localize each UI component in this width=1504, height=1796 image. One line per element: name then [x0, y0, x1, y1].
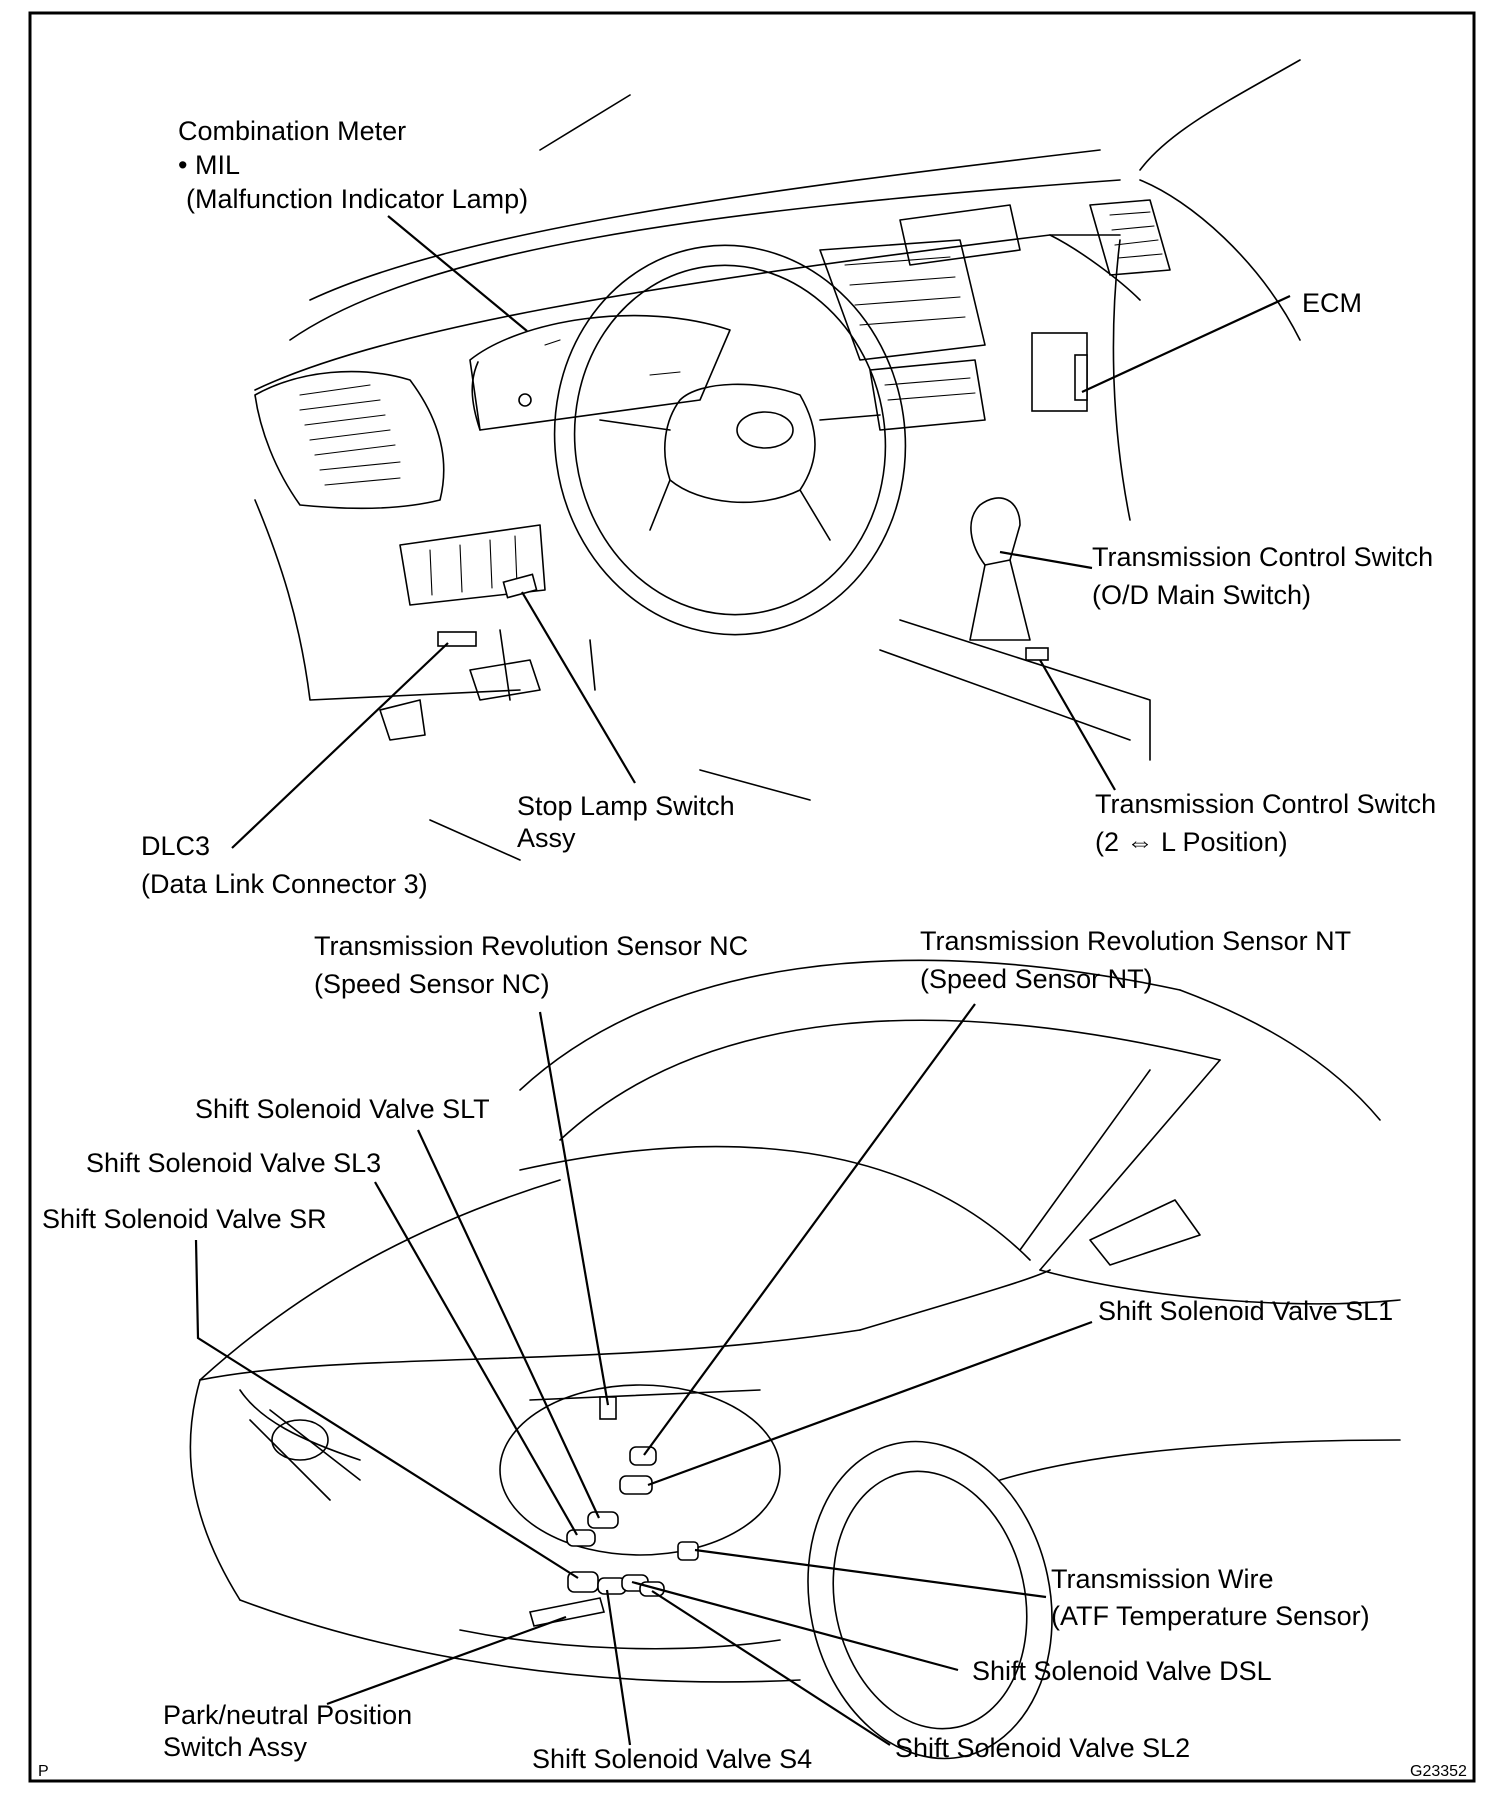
speed-sensor-nc	[599, 1396, 617, 1420]
label-solenoid-sl2: Shift Solenoid Valve SL2	[895, 1733, 1190, 1763]
stop-lamp-switch	[502, 573, 538, 599]
dlc3-connector	[437, 631, 477, 647]
vehicle-illustration	[189, 959, 1401, 1760]
label-park-neutral-switch: Park/neutral Position Switch Assy	[163, 1700, 420, 1762]
label-trans-control-switch-od: Transmission Control Switch (O/D Main Sw…	[1092, 542, 1441, 610]
park-neutral-switch	[528, 1597, 606, 1627]
solenoid-sl3	[566, 1529, 596, 1547]
label-solenoid-s4: Shift Solenoid Valve S4	[532, 1744, 812, 1774]
label-stop-lamp-switch: Stop Lamp Switch Assy	[517, 791, 742, 853]
solenoid-slt	[587, 1511, 619, 1529]
2-l-position-switch	[1025, 647, 1049, 661]
solenoid-sl1	[619, 1475, 653, 1495]
label-combination-meter: Combination Meter • MIL (Malfunction Ind…	[178, 116, 528, 214]
label-speed-sensor-nc: Transmission Revolution Sensor NC (Speed…	[314, 931, 756, 999]
page-letter-mark: P	[38, 1763, 49, 1780]
label-solenoid-dsl: Shift Solenoid Valve DSL	[972, 1656, 1272, 1686]
label-speed-sensor-nt: Transmission Revolution Sensor NT (Speed…	[920, 926, 1358, 994]
leader-lines	[194, 215, 1291, 1746]
dashboard-illustration	[254, 59, 1301, 861]
label-solenoid-sl1: Shift Solenoid Valve SL1	[1098, 1296, 1393, 1326]
figure-frame	[28, 11, 1476, 1783]
label-transmission-wire: Transmission Wire (ATF Temperature Senso…	[1051, 1564, 1370, 1631]
label-trans-control-switch-2l: Transmission Control Switch (2 ⇔ L Posit…	[1095, 789, 1444, 857]
label-solenoid-sl3: Shift Solenoid Valve SL3	[86, 1148, 381, 1178]
label-dlc3: DLC3 (Data Link Connector 3)	[141, 831, 428, 899]
speed-sensor-nt	[629, 1446, 657, 1466]
figure-code: G23352	[1410, 1763, 1467, 1780]
label-ecm: ECM	[1302, 288, 1362, 318]
label-solenoid-slt: Shift Solenoid Valve SLT	[195, 1094, 490, 1124]
label-solenoid-sr: Shift Solenoid Valve SR	[42, 1204, 327, 1234]
